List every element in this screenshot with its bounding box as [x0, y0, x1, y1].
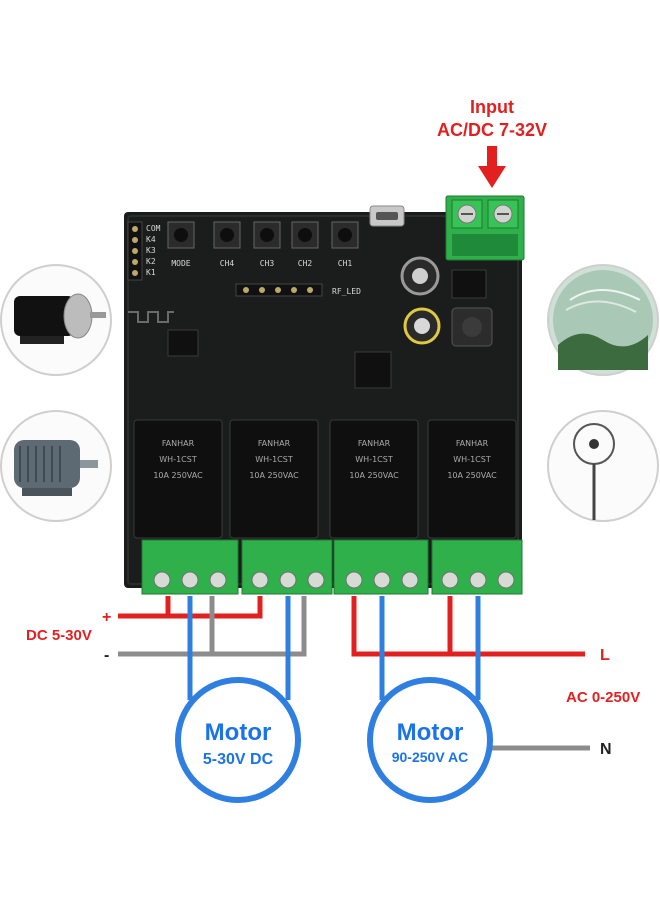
- relay-3: FANHAR WH-1CST 10A 250VAC: [329, 419, 419, 539]
- pin-label: K3: [146, 246, 156, 255]
- pin-label: K4: [146, 235, 156, 244]
- motor-title: Motor: [397, 719, 464, 746]
- ac-motor-symbol: Motor 90-250V AC: [367, 677, 493, 803]
- ic-chip: [167, 329, 199, 357]
- ac-circuit-wires: [351, 596, 590, 751]
- relay-brand: FANHAR: [358, 439, 391, 448]
- pin-label: K1: [146, 268, 156, 277]
- ic-chip: [451, 269, 487, 299]
- program-header: RF_LED: [235, 283, 361, 297]
- pcb-antenna: [128, 311, 174, 323]
- relay-model: WH-1CST: [355, 455, 393, 464]
- button-label: CH4: [220, 259, 235, 268]
- dc-minus-label: -: [104, 647, 109, 664]
- button-label: CH1: [338, 259, 353, 268]
- line-label: L: [600, 647, 610, 664]
- relay-rating: 10A 250VAC: [153, 471, 203, 480]
- relay-model: WH-1CST: [159, 455, 197, 464]
- button-mode: MODE: [167, 221, 195, 268]
- pin-label: K2: [146, 257, 156, 266]
- relay-rating: 10A 250VAC: [249, 471, 299, 480]
- relay-brand: FANHAR: [162, 439, 195, 448]
- input-terminal-block: [445, 195, 525, 261]
- relay-4: FANHAR WH-1CST 10A 250VAC: [427, 419, 517, 539]
- relay-model: WH-1CST: [255, 455, 293, 464]
- button-ch4: CH4: [213, 221, 241, 268]
- dc-plus-label: +: [102, 609, 111, 626]
- input-arrow-icon: [478, 146, 506, 188]
- button-ch3: CH3: [253, 221, 281, 268]
- sprinkler-icon: [547, 264, 659, 376]
- relay-rating: 10A 250VAC: [447, 471, 497, 480]
- pin-label: COM: [146, 224, 161, 233]
- relay-1: FANHAR WH-1CST 10A 250VAC: [133, 419, 223, 539]
- dc-supply-label: DC 5-30V: [26, 627, 92, 644]
- rf-led-label: RF_LED: [332, 287, 361, 296]
- input-voltage-label: AC/DC 7-32V: [437, 120, 547, 140]
- relay-board: COM K4 K3 K2 K1 MODE CH4 CH3: [124, 195, 525, 595]
- relay-model: WH-1CST: [453, 455, 491, 464]
- button-ch2: CH2: [291, 221, 319, 268]
- motor-title: Motor: [205, 719, 272, 746]
- button-ch1: CH1: [331, 221, 359, 268]
- ac-motor-icon: [0, 410, 112, 522]
- button-label: MODE: [171, 259, 190, 268]
- dc-motor-symbol: Motor 5-30V DC: [175, 677, 301, 803]
- side-pin-header: COM K4 K3 K2 K1: [127, 221, 161, 281]
- ic-chip: [354, 351, 392, 389]
- capacitors: [400, 256, 441, 345]
- ac-supply-label: AC 0-250V: [566, 689, 640, 706]
- button-label: CH2: [298, 259, 313, 268]
- relay-rating: 10A 250VAC: [349, 471, 399, 480]
- relay-2: FANHAR WH-1CST 10A 250VAC: [229, 419, 319, 539]
- dc-motor-icon: [0, 264, 112, 376]
- neutral-label: N: [600, 741, 612, 758]
- motor-rating: 90-250V AC: [392, 749, 469, 765]
- motor-rating: 5-30V DC: [203, 751, 274, 768]
- output-terminals: [141, 539, 523, 595]
- dc-circuit-wires: [118, 596, 307, 700]
- relay-brand: FANHAR: [456, 439, 489, 448]
- push-buttons: MODE CH4 CH3 CH2 CH1: [167, 221, 359, 268]
- button-label: CH3: [260, 259, 275, 268]
- input-label: Input: [470, 97, 514, 117]
- relay-brand: FANHAR: [258, 439, 291, 448]
- fan-icon: [547, 410, 659, 522]
